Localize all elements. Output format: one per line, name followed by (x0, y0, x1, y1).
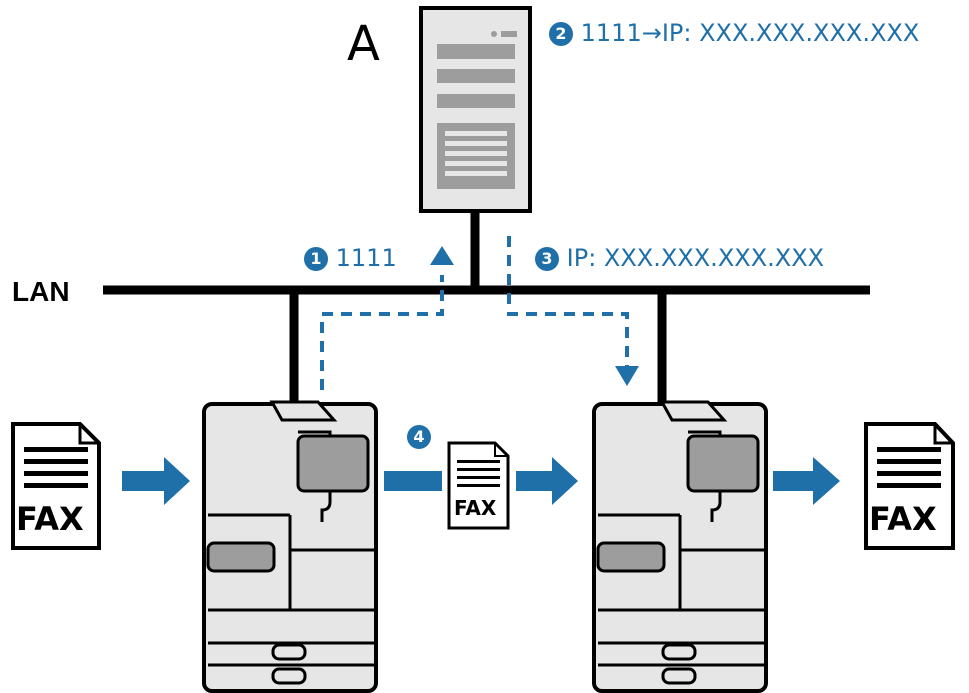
response-dashed-path (507, 236, 629, 368)
lan-label: LAN (12, 276, 70, 307)
fax-out-line (384, 471, 442, 491)
fax-output-arrow-icon (773, 457, 840, 505)
fax-forward-arrow-icon (516, 457, 578, 505)
server-tower-icon (419, 6, 532, 213)
step-1: 1 1111 (304, 246, 397, 271)
step-3-text: IP: XXX.XXX.XXX.XXX (566, 244, 825, 272)
forwarded-fax-document-icon (447, 441, 510, 530)
request-dashed-path (320, 275, 444, 390)
response-arrowhead-icon (615, 366, 639, 386)
fax-in-arrow-icon (122, 457, 190, 505)
server-label: A (347, 16, 380, 72)
step-1-text: 1111 (335, 244, 397, 272)
step-2-badge: 2 (549, 22, 573, 46)
step-2-text: 1111→IP: XXX.XXX.XXX.XXX (580, 19, 920, 47)
step-2: 2 1111→IP: XXX.XXX.XXX.XXX (549, 21, 919, 46)
step-4-badge: 4 (407, 425, 431, 449)
incoming-fax-document-icon (11, 422, 101, 550)
step-1-badge: 1 (304, 247, 328, 271)
request-arrowhead-icon (430, 246, 454, 265)
output-fax-label: FAX (869, 500, 937, 538)
step-3-badge: 3 (535, 247, 559, 271)
step-4: 4 (407, 424, 431, 449)
incoming-fax-label: FAX (16, 500, 84, 538)
forwarded-fax-label: FAX (454, 496, 497, 520)
output-fax-document-icon (864, 422, 955, 550)
sender-printer-icon (202, 400, 378, 693)
receiver-printer-icon (592, 400, 768, 693)
step-3: 3 IP: XXX.XXX.XXX.XXX (535, 246, 824, 271)
